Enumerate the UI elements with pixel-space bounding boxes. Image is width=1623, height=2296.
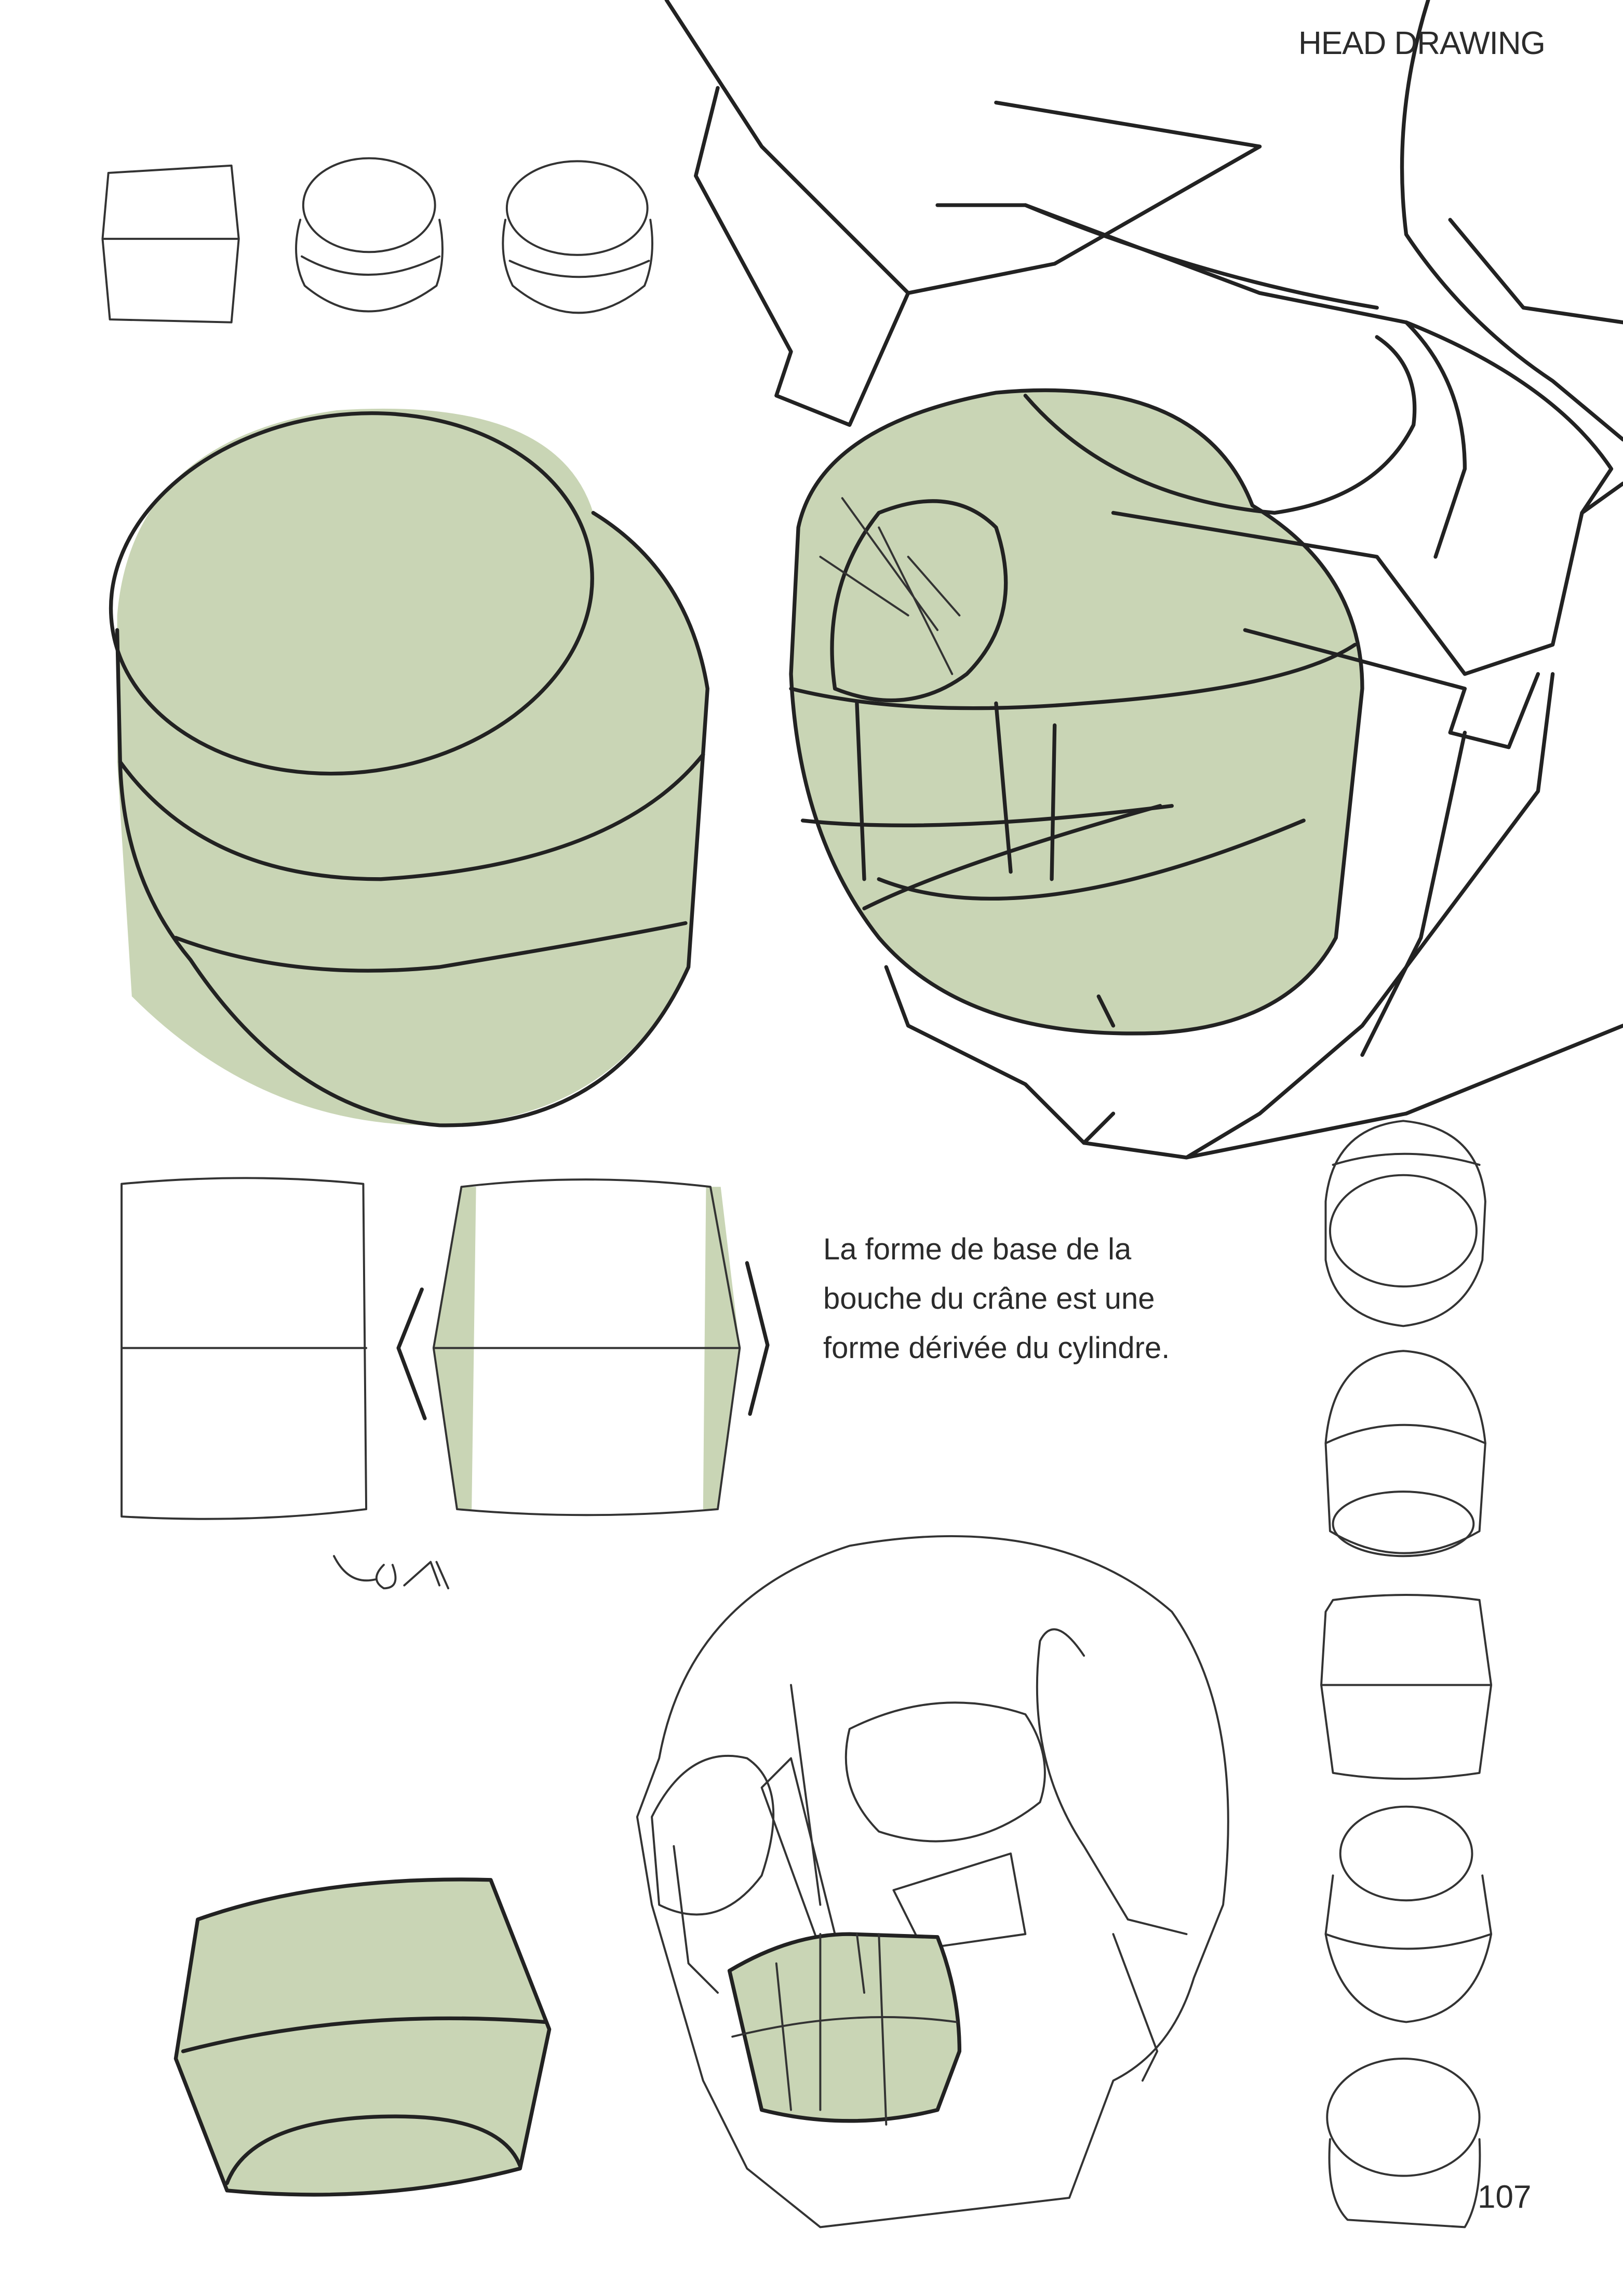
caption-line: La forme de base de la: [823, 1232, 1132, 1266]
page-number: 107: [1478, 2179, 1532, 2215]
green-barrel-shape: [173, 1877, 552, 2197]
running-header: HEAD DRAWING: [1298, 25, 1546, 61]
bulged-box-sketch: [333, 1178, 770, 1590]
cylinder-variations-column: [1320, 1120, 1493, 2228]
flat-box-sketch: [120, 1177, 368, 1520]
skull-linework-top-right: [664, 0, 1623, 1160]
caption-line: forme dérivée du cylindre.: [823, 1331, 1170, 1365]
large-green-cylinder: [109, 408, 709, 1127]
skull-sketch: [636, 1535, 1229, 2228]
caption-text: La forme de base de la bouche du crâne e…: [823, 1225, 1239, 1373]
green-cylinder-jaw-sketch: [789, 388, 1364, 1036]
small-cylinder-sketch-1: [295, 157, 444, 313]
small-cylinder-sketch-2: [502, 160, 653, 314]
caption-line: bouche du crâne est une: [823, 1282, 1155, 1315]
small-cube-sketch: [101, 164, 240, 324]
